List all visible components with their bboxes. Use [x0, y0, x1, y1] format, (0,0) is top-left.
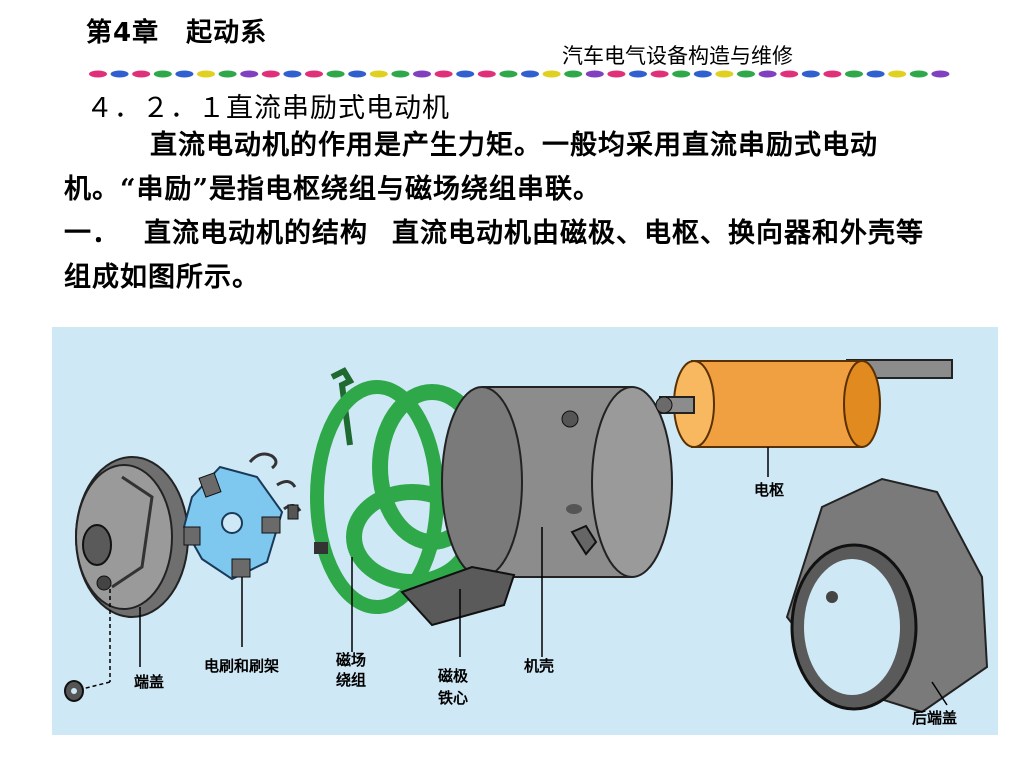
structure-heading: 一．: [64, 218, 120, 249]
structure-body: 直流电动机由磁极、电枢、换向器和外壳等组成如图所示。: [64, 218, 924, 293]
divider-bead: [564, 70, 583, 78]
divider-bead: [89, 70, 107, 78]
divider-bead: [110, 70, 129, 78]
section-title: ４．２．１直流串励式电动机: [86, 93, 450, 124]
structure-title: 直流电动机的结构: [144, 218, 368, 249]
divider-bead: [845, 70, 863, 78]
divider-bead: [240, 70, 259, 78]
divider-bead: [521, 70, 539, 78]
leader-lines: [81, 447, 948, 706]
label-pole-core-2: 铁心: [438, 689, 468, 707]
divider-bead: [132, 70, 151, 78]
divider-bead: [542, 70, 561, 78]
housing-illustration: [441, 386, 673, 578]
paragraph-function-text: 直流电动机的作用是产生力矩。一般均采用直流串励式电动机。“串励”是指电枢绕组与磁…: [64, 130, 878, 205]
divider-bead: [283, 70, 302, 78]
label-pole-core-1: 磁极: [438, 667, 469, 685]
divider-bead: [801, 70, 820, 78]
divider-bead: [650, 70, 669, 78]
divider-bead: [153, 70, 172, 78]
divider-bead: [413, 70, 431, 78]
end-cover-illustration: [75, 456, 189, 618]
rear-end-cover-illustration: [785, 477, 989, 714]
decorative-divider: [89, 70, 950, 78]
chapter-title: 第4章 起动系: [86, 18, 268, 48]
label-rear-end-cover: 后端盖: [912, 709, 957, 727]
small-nut: [64, 680, 84, 702]
pole-core-illustration: [400, 565, 516, 627]
divider-bead: [693, 70, 712, 78]
divider-bead: [197, 70, 215, 78]
divider-bead: [175, 70, 194, 78]
label-field-coil-1: 磁场: [336, 651, 366, 669]
label-brush: 电刷和刷架: [204, 657, 279, 675]
label-field-coil-2: 绕组: [336, 671, 366, 689]
divider-bead: [888, 70, 907, 78]
divider-bead: [456, 70, 475, 78]
label-housing: 机壳: [524, 657, 554, 675]
divider-bead: [823, 70, 842, 78]
divider-bead: [369, 70, 388, 78]
armature-illustration: [655, 359, 953, 448]
divider-bead: [931, 70, 950, 78]
divider-bead: [780, 70, 799, 78]
divider-bead: [326, 70, 345, 78]
screw: [570, 524, 598, 556]
divider-bead: [434, 70, 453, 78]
divider-bead: [477, 70, 496, 78]
brush-springs: [248, 452, 302, 520]
paragraph-structure: 一． 直流电动机的结构直流电动机由磁极、电枢、换向器和外壳等组成如图所示。: [64, 212, 949, 300]
divider-bead: [218, 70, 237, 78]
divider-bead: [672, 70, 691, 78]
motor-exploded-figure: 电枢 端盖 电刷和刷架 磁场 绕组 磁极 铁心 机壳 后端盖: [52, 327, 998, 735]
divider-bead: [758, 70, 777, 78]
divider-bead: [391, 70, 410, 78]
label-armature: 电枢: [754, 481, 784, 499]
divider-bead: [715, 70, 734, 78]
divider-bead: [305, 70, 323, 78]
paragraph-function: 直流电动机的作用是产生力矩。一般均采用直流串励式电动机。“串励”是指电枢绕组与磁…: [64, 124, 949, 212]
divider-bead: [629, 70, 647, 78]
divider-bead: [866, 70, 885, 78]
brush-holder-illustration: [182, 465, 284, 581]
divider-bead: [607, 70, 626, 78]
divider-bead: [737, 70, 755, 78]
divider-bead: [348, 70, 367, 78]
label-end-cover: 端盖: [134, 673, 164, 691]
book-title: 汽车电气设备构造与维修: [562, 44, 793, 68]
divider-bead: [499, 70, 518, 78]
divider-bead: [909, 70, 928, 78]
divider-bead: [261, 70, 280, 78]
divider-bead: [585, 70, 604, 78]
